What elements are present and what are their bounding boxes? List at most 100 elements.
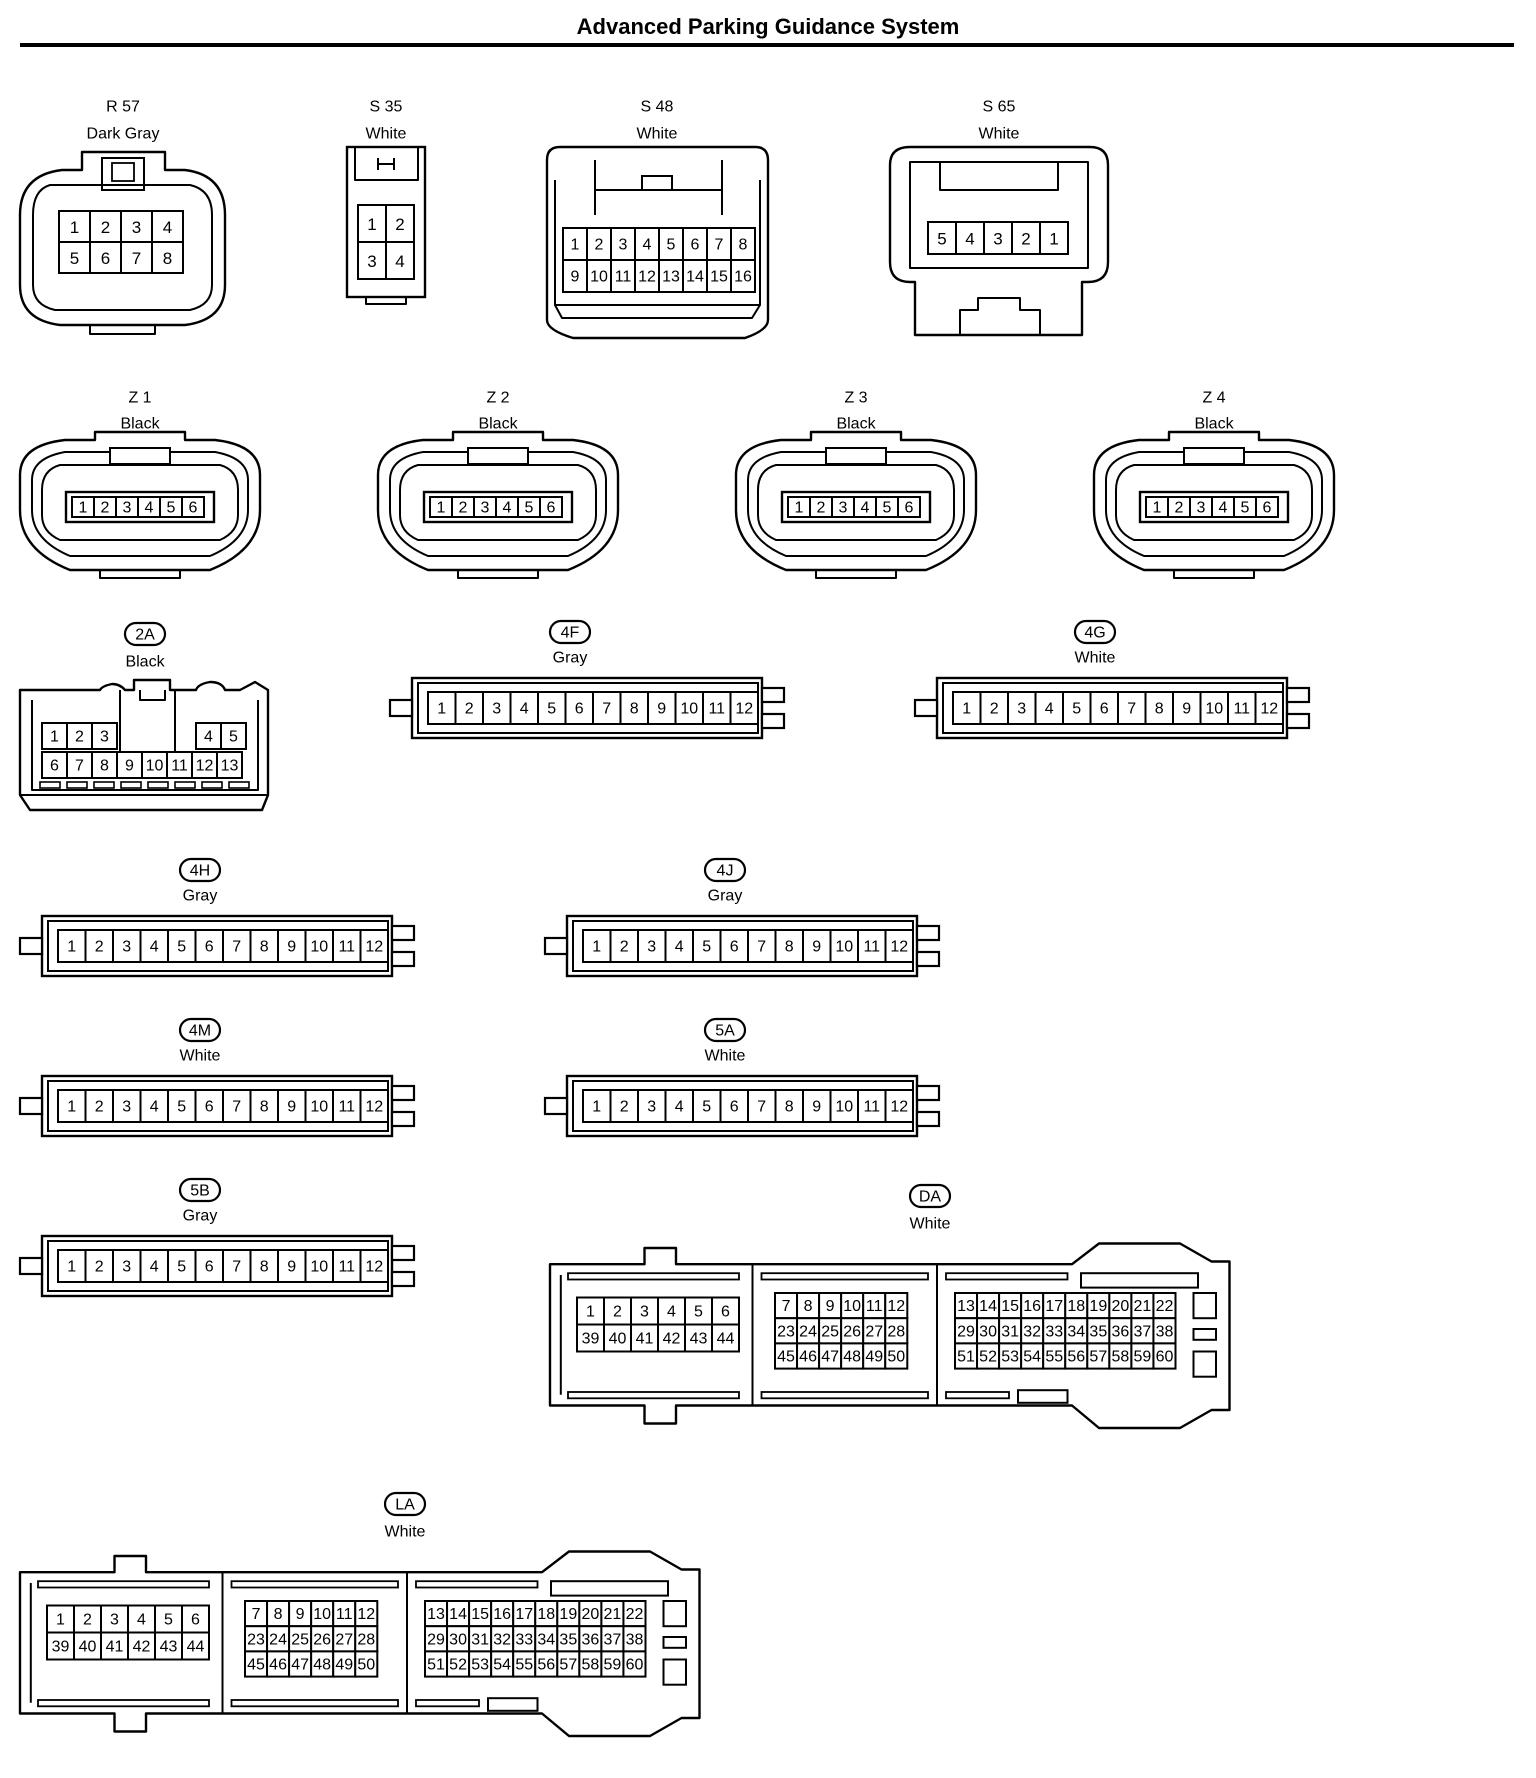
pin-cell: [427, 691, 457, 725]
pin-number: 5: [883, 500, 892, 517]
outline: [554, 304, 761, 319]
pin-cell: [57, 929, 87, 963]
tab: [390, 1270, 416, 1288]
pin-number: 9: [287, 1099, 296, 1116]
pin-number: 13: [221, 758, 239, 775]
pin-number: 5: [1072, 701, 1081, 718]
connector-id: Z 1: [128, 390, 151, 407]
pin-number: 5: [937, 230, 946, 249]
pin-cell: [332, 1249, 362, 1283]
pin-number: 3: [647, 939, 656, 956]
pin-number: 3: [492, 701, 501, 718]
pin-number: 55: [515, 1657, 533, 1674]
pin-number: 9: [125, 758, 134, 775]
pin-number: 31: [1001, 1323, 1019, 1340]
pin-number: 5: [525, 500, 534, 517]
pin-cell: [682, 227, 708, 261]
pin-number: 8: [163, 249, 172, 268]
pin-number: 12: [890, 1099, 908, 1116]
pin-number: 3: [640, 1304, 649, 1321]
pin-cell: [539, 496, 563, 518]
pin-number: 43: [160, 1639, 178, 1656]
connector-id: LA: [395, 1497, 415, 1514]
pin-cell: [359, 1249, 389, 1283]
pin-number: 33: [515, 1631, 533, 1648]
outline: [18, 678, 270, 812]
connector-id: 4H: [190, 863, 210, 880]
pin-cell: [829, 929, 859, 963]
slot: [37, 1699, 210, 1708]
slot: [1080, 1272, 1199, 1289]
connector-id-badge: [703, 857, 747, 883]
pin-number: 54: [1023, 1349, 1041, 1366]
pin-cell: [359, 1089, 389, 1123]
connector-color: White: [910, 1216, 951, 1233]
pin-number: 18: [1067, 1298, 1085, 1315]
connector-id-badge: [1073, 619, 1117, 645]
pin-number: 58: [1111, 1349, 1129, 1366]
pin-cell: [194, 1249, 224, 1283]
pin-cell: [622, 1650, 647, 1678]
pin-number: 1: [586, 1304, 595, 1321]
pin-cell: [609, 1089, 639, 1123]
pin-number: 6: [205, 1259, 214, 1276]
slot: [66, 781, 88, 789]
pin-number: 54: [493, 1657, 511, 1674]
pin-cell: [719, 1089, 749, 1123]
outline: [757, 464, 955, 541]
connector-id-badge: [178, 857, 222, 883]
pin-cell: [154, 1604, 183, 1634]
pin-number: 12: [735, 701, 753, 718]
tab: [390, 1084, 416, 1102]
pin-number: 3: [993, 230, 1002, 249]
pin-number: 10: [310, 939, 328, 956]
pin-number: 32: [493, 1631, 511, 1648]
pin-cell: [66, 722, 93, 750]
pin-number: 39: [52, 1639, 70, 1656]
tab: [760, 712, 786, 730]
pin-number: 38: [1156, 1323, 1174, 1340]
tab: [390, 924, 416, 942]
pin-number: 16: [493, 1606, 511, 1623]
pin-number: 12: [887, 1298, 905, 1315]
pin-cell: [385, 204, 415, 243]
outline: [221, 1572, 408, 1714]
pin-cell: [112, 1249, 142, 1283]
pin-number: 6: [205, 939, 214, 956]
pin-number: 2: [83, 1612, 92, 1629]
outline: [18, 430, 262, 572]
pin-number: 2: [620, 939, 629, 956]
connector-id-badge: [703, 1017, 747, 1043]
pin-number: 3: [367, 252, 376, 271]
pin-number: 4: [643, 237, 652, 254]
pin-number: 1: [1153, 500, 1162, 517]
pin-number: 49: [865, 1349, 883, 1366]
tab: [18, 1096, 44, 1116]
pin-cell: [151, 241, 184, 274]
pin-cell: [857, 929, 887, 963]
outline: [888, 145, 1110, 337]
slot: [415, 1699, 480, 1708]
pin-cell: [719, 929, 749, 963]
connector-id-badge: [178, 1017, 222, 1043]
pin-number: 4: [675, 1099, 684, 1116]
pin-cell: [630, 1323, 659, 1353]
pin-number: 2: [95, 1259, 104, 1276]
pin-number: 6: [721, 1304, 730, 1321]
connector-color: Black: [125, 654, 165, 671]
pin-number: 44: [187, 1639, 205, 1656]
pin-cell: [73, 1604, 102, 1634]
outline: [734, 430, 978, 572]
outline: [1092, 430, 1336, 572]
pin-number: 34: [537, 1631, 555, 1648]
pin-cell: [729, 691, 759, 725]
key: [1192, 1292, 1217, 1320]
pin-number: 8: [804, 1298, 813, 1315]
pin-number: 2: [613, 1304, 622, 1321]
